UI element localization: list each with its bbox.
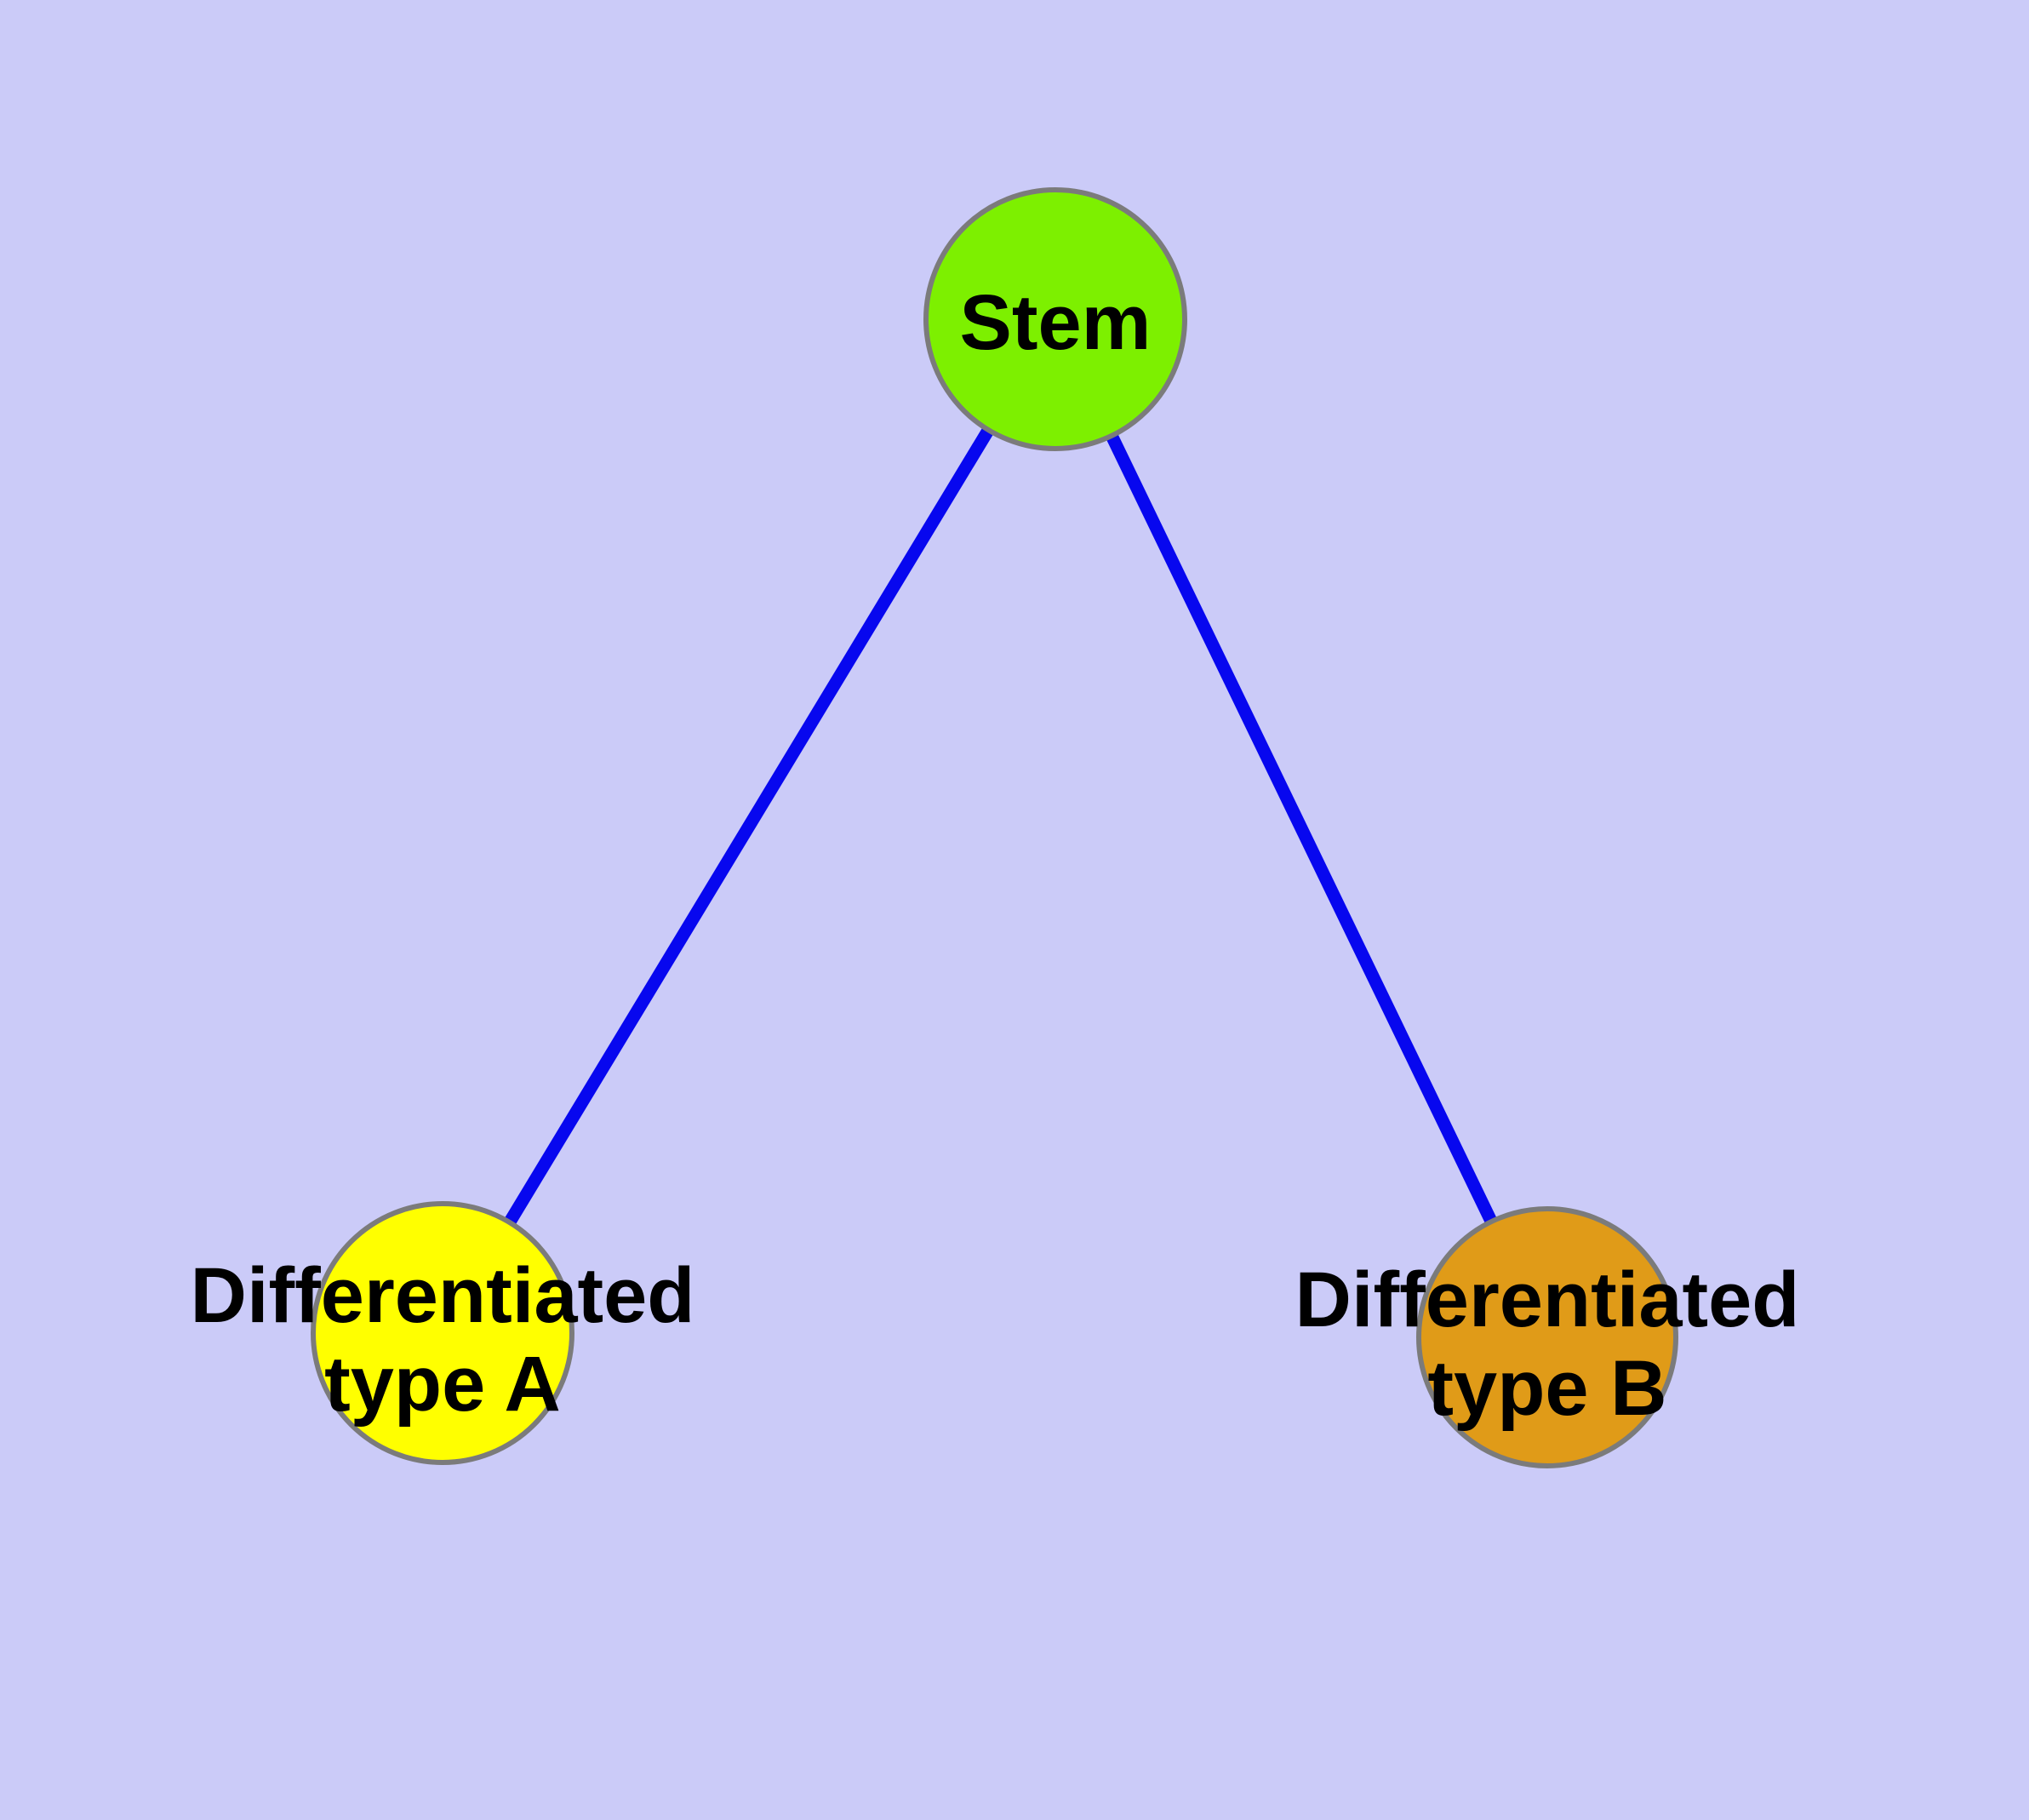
node-differentiated-type-a — [311, 1201, 574, 1465]
node-type-b-label-line2: type B — [1427, 1345, 1666, 1432]
node-stem-label: Stem — [960, 279, 1152, 366]
node-type-b-label-line1: Differentiated — [1295, 1256, 1800, 1343]
node-type-a-label-line2: type A — [324, 1341, 561, 1428]
node-stem — [923, 187, 1187, 451]
edge-stem-to-type-b — [1049, 316, 1553, 1341]
node-differentiated-type-b — [1416, 1206, 1678, 1468]
node-type-a-label-line1: Differentiated — [191, 1252, 695, 1339]
edge-stem-to-type-a — [437, 316, 1061, 1336]
